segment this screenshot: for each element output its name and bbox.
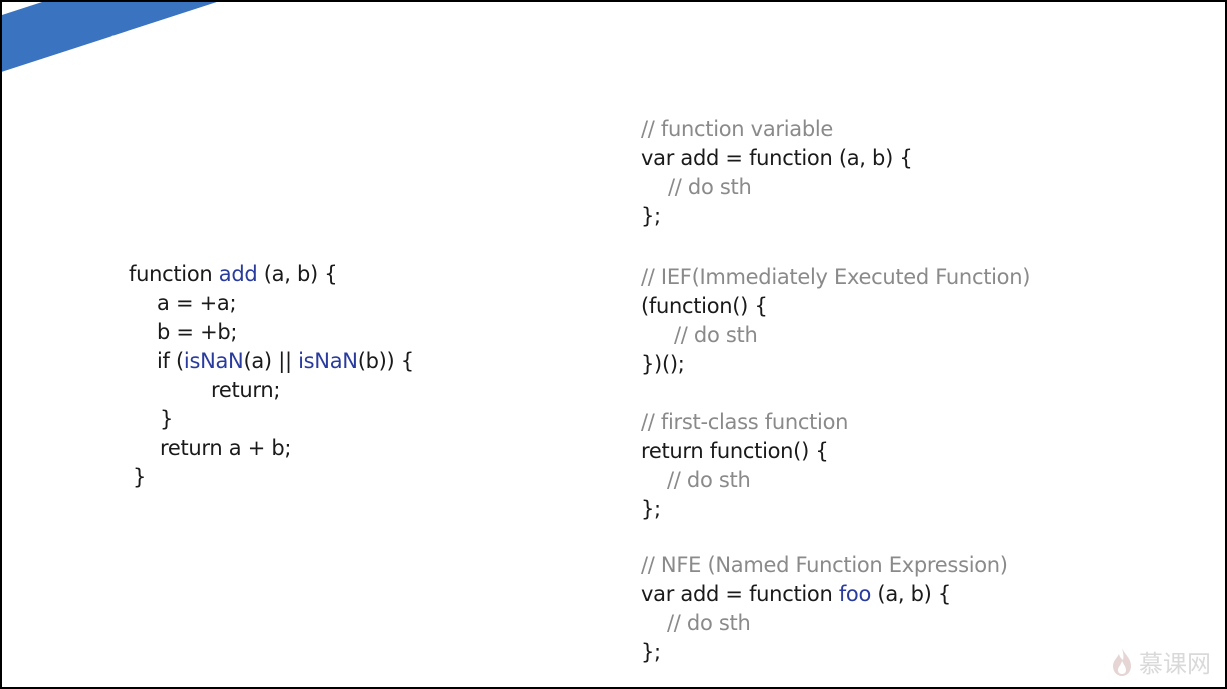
- code-line: }: [133, 465, 147, 489]
- watermark: 慕课网: [1111, 644, 1211, 679]
- code-line: if (isNaN(a) || isNaN(b)) {: [157, 349, 414, 373]
- code-comment: // function variable: [641, 117, 834, 141]
- code-line: return function() {: [641, 439, 829, 463]
- code-comment: // first-class function: [641, 410, 849, 434]
- code-comment: // do sth: [667, 468, 751, 492]
- code-line: return a + b;: [160, 436, 292, 460]
- code-comment: // IEF(Immediately Executed Function): [641, 265, 1031, 289]
- code-line: (function() {: [641, 294, 768, 318]
- code-line: }: [160, 407, 174, 431]
- code-line: var add = function foo (a, b) {: [641, 582, 951, 606]
- code-line: return;: [211, 378, 281, 402]
- watermark-text: 慕课网: [1139, 650, 1211, 678]
- code-line: })();: [641, 352, 685, 376]
- code-comment: // do sth: [668, 175, 752, 199]
- code-line: function add (a, b) {: [129, 262, 338, 286]
- flame-icon: [1113, 647, 1131, 676]
- code-line: };: [641, 497, 661, 521]
- code-line: };: [641, 204, 661, 228]
- expression-code-blocks: // function variable var add = function …: [2, 2, 1030, 664]
- declaration-code-block: function add (a, b) { a = +a; b = +b; if…: [2, 2, 414, 489]
- code-comment: // NFE (Named Function Expression): [641, 553, 1008, 577]
- code-line: b = +b;: [157, 320, 238, 344]
- code-comment: // do sth: [667, 611, 751, 635]
- code-comment: // do sth: [674, 323, 758, 347]
- code-line: };: [641, 640, 661, 664]
- title-banner: [2, 2, 637, 132]
- code-line: a = +a;: [157, 291, 237, 315]
- code-line: var add = function (a, b) {: [641, 146, 913, 170]
